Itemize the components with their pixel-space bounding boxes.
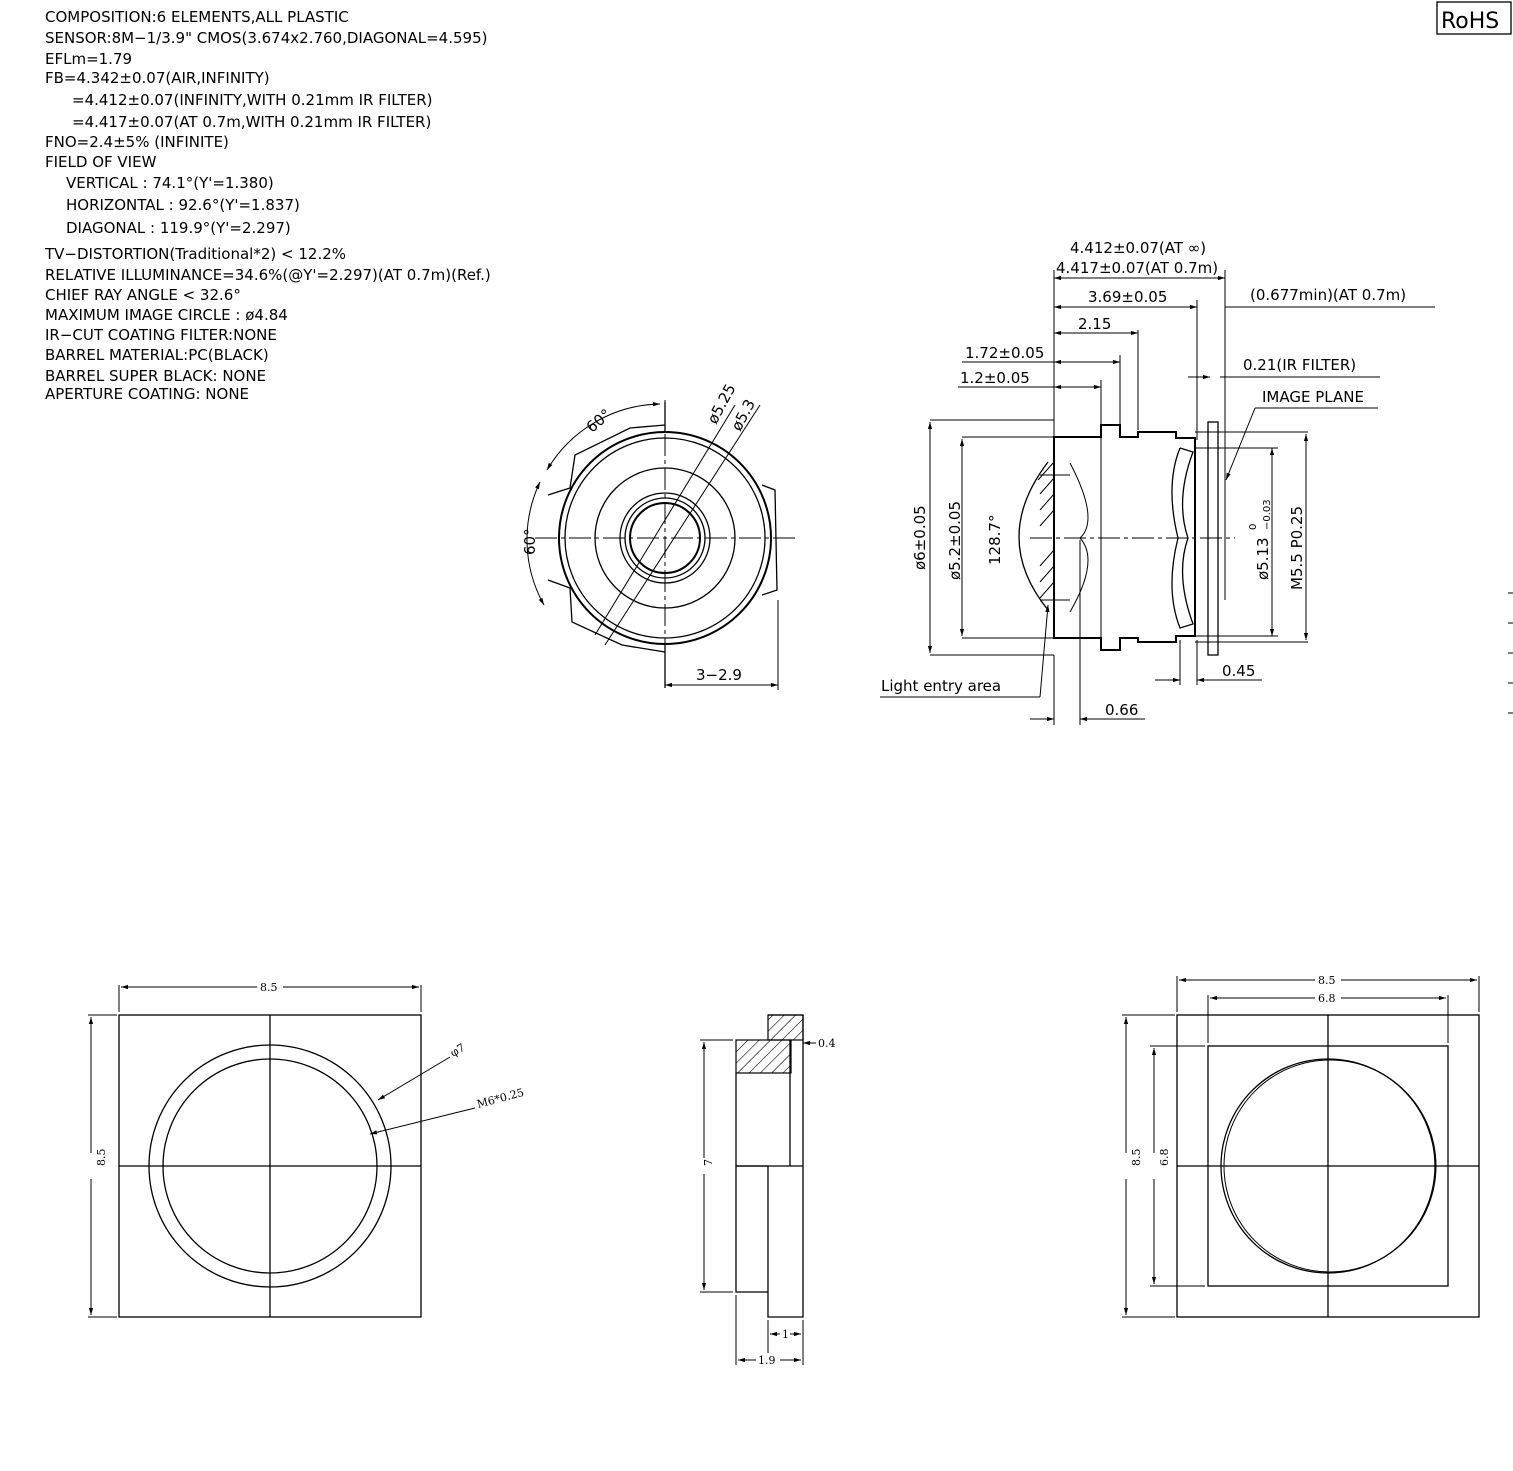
spec-line: APERTURE COATING: NONE: [45, 385, 249, 403]
dim-total-07: 4.417±0.07(AT 0.7m): [1056, 259, 1218, 277]
holder-top-view: 8.5 8.5 φ7 M6*0.25: [84, 980, 525, 1318]
bottom-outer-width: 8.5: [1318, 974, 1336, 987]
angle-left-label: 60°: [521, 528, 539, 555]
spec-line: COMPOSITION:6 ELEMENTS,ALL PLASTIC: [45, 8, 349, 26]
dia-5-13-label: ø5.13: [1254, 537, 1272, 580]
rohs-label: RoHS: [1441, 9, 1499, 34]
lens-side-view: 4.412±0.07(AT ∞) 4.417±0.07(AT 0.7m) 3.6…: [880, 239, 1513, 725]
holder-thread-label: M6*0.25: [475, 1086, 525, 1111]
spec-line: VERTICAL : 74.1°(Y'=1.380): [66, 174, 274, 192]
spec-line: =4.412±0.07(INFINITY,WITH 0.21mm IR FILT…: [72, 91, 433, 109]
rohs-badge: RoHS: [1436, 1, 1512, 35]
rear-lens: [1171, 447, 1194, 629]
dim-0-66: 0.66: [1105, 701, 1138, 719]
dia-6-label: ø6±0.05: [911, 505, 929, 570]
holder-bore: [1220, 1058, 1436, 1274]
light-entry-label: Light entry area: [881, 677, 1001, 695]
angle-arc-top: [546, 402, 661, 471]
spec-line: DIAGONAL : 119.9°(Y'=2.297): [66, 219, 291, 237]
thread-label: M5.5 P0.25: [1288, 506, 1306, 590]
dim-total-inf: 4.412±0.07(AT ∞): [1070, 239, 1206, 257]
spec-line: =4.417±0.07(AT 0.7m,WITH 0.21mm IR FILTE…: [72, 113, 431, 131]
image-plane-label: IMAGE PLANE: [1262, 388, 1364, 406]
bottom-inner-height: 6.8: [1158, 1149, 1171, 1167]
spec-line: TV−DISTORTION(Traditional*2) < 12.2%: [44, 245, 346, 263]
dim-0-677: (0.677min)(AT 0.7m): [1250, 286, 1406, 304]
front-dome: [1018, 461, 1049, 611]
holder-width-label: 8.5: [260, 981, 278, 994]
dim-3-69: 3.69±0.05: [1088, 288, 1167, 306]
bottom-inner-width: 6.8: [1318, 992, 1336, 1005]
flange-bottom: [547, 579, 666, 653]
lens-front-view: 60° 60° ø5.25 ø5.3 3−2.9: [521, 381, 795, 690]
spec-line: BARREL MATERIAL:PC(BLACK): [45, 346, 269, 364]
dia-5-13-tol-lower: −0.03: [1262, 499, 1273, 530]
section-dim-7: 7: [702, 1159, 715, 1166]
spec-line: SENSOR:8M−1/3.9" CMOS(3.674x2.760,DIAGON…: [45, 29, 487, 47]
holder-bore-inner: [162, 1058, 378, 1274]
spec-line: RELATIVE ILLUMINANCE=34.6%(@Y'=2.297)(AT…: [45, 266, 491, 284]
spec-line: FNO=2.4±5% (INFINITE): [45, 133, 229, 151]
spec-line: EFLm=1.79: [45, 50, 132, 68]
holder-section-view: 0.4 7 1 1.9: [697, 1014, 836, 1367]
spec-line: FIELD OF VIEW: [45, 153, 157, 171]
outer-circle-2: [564, 437, 766, 639]
section-dim-0-4: 0.4: [818, 1037, 836, 1050]
section-outline: [735, 1014, 804, 1318]
section-dim-1-9: 1.9: [758, 1354, 776, 1367]
aperture-inner: [629, 502, 701, 574]
dim-1-2: 1.2±0.05: [960, 369, 1030, 387]
spec-line: FB=4.342±0.07(AIR,INFINITY): [45, 69, 270, 87]
dia-5-2-label: ø5.2±0.05: [946, 501, 964, 580]
holder-bore-outer: [148, 1044, 392, 1288]
ir-filter-label: 0.21(IR FILTER): [1243, 356, 1356, 374]
flange-right: [761, 484, 778, 596]
angle-top-label: 60°: [583, 405, 615, 436]
spec-line: HORIZONTAL : 92.6°(Y'=1.837): [66, 196, 300, 214]
width-dim-label: 3−2.9: [696, 666, 742, 684]
spec-line: MAXIMUM IMAGE CIRCLE : ø4.84: [45, 306, 288, 324]
spec-line: BARREL SUPER BLACK: NONE: [45, 367, 266, 385]
holder-bottom-view: 8.5 6.8 8.5 6.8: [1119, 973, 1480, 1318]
holder-height-label: 8.5: [95, 1149, 108, 1167]
spec-block: COMPOSITION:6 ELEMENTS,ALL PLASTIC SENSO…: [44, 8, 491, 403]
spec-line: CHIEF RAY ANGLE < 32.6°: [45, 286, 241, 304]
mid-circle: [594, 467, 736, 609]
holder-dia-label: φ7: [448, 1041, 467, 1060]
angle-arc-left: [526, 481, 545, 606]
angle-128-label: 128.7°: [986, 515, 1004, 565]
dim-1-72: 1.72±0.05: [965, 344, 1044, 362]
spec-line: IR−CUT COATING FILTER:NONE: [45, 326, 277, 344]
dia-5-13-tol-upper: 0: [1248, 524, 1259, 530]
dim-0-45: 0.45: [1222, 662, 1255, 680]
bottom-outer-height: 8.5: [1130, 1149, 1143, 1167]
aperture-outer: [624, 497, 706, 579]
dim-2-15: 2.15: [1078, 315, 1111, 333]
inner-circle: [619, 492, 711, 584]
section-dim-1: 1: [782, 1328, 789, 1341]
flange-top: [547, 424, 666, 496]
